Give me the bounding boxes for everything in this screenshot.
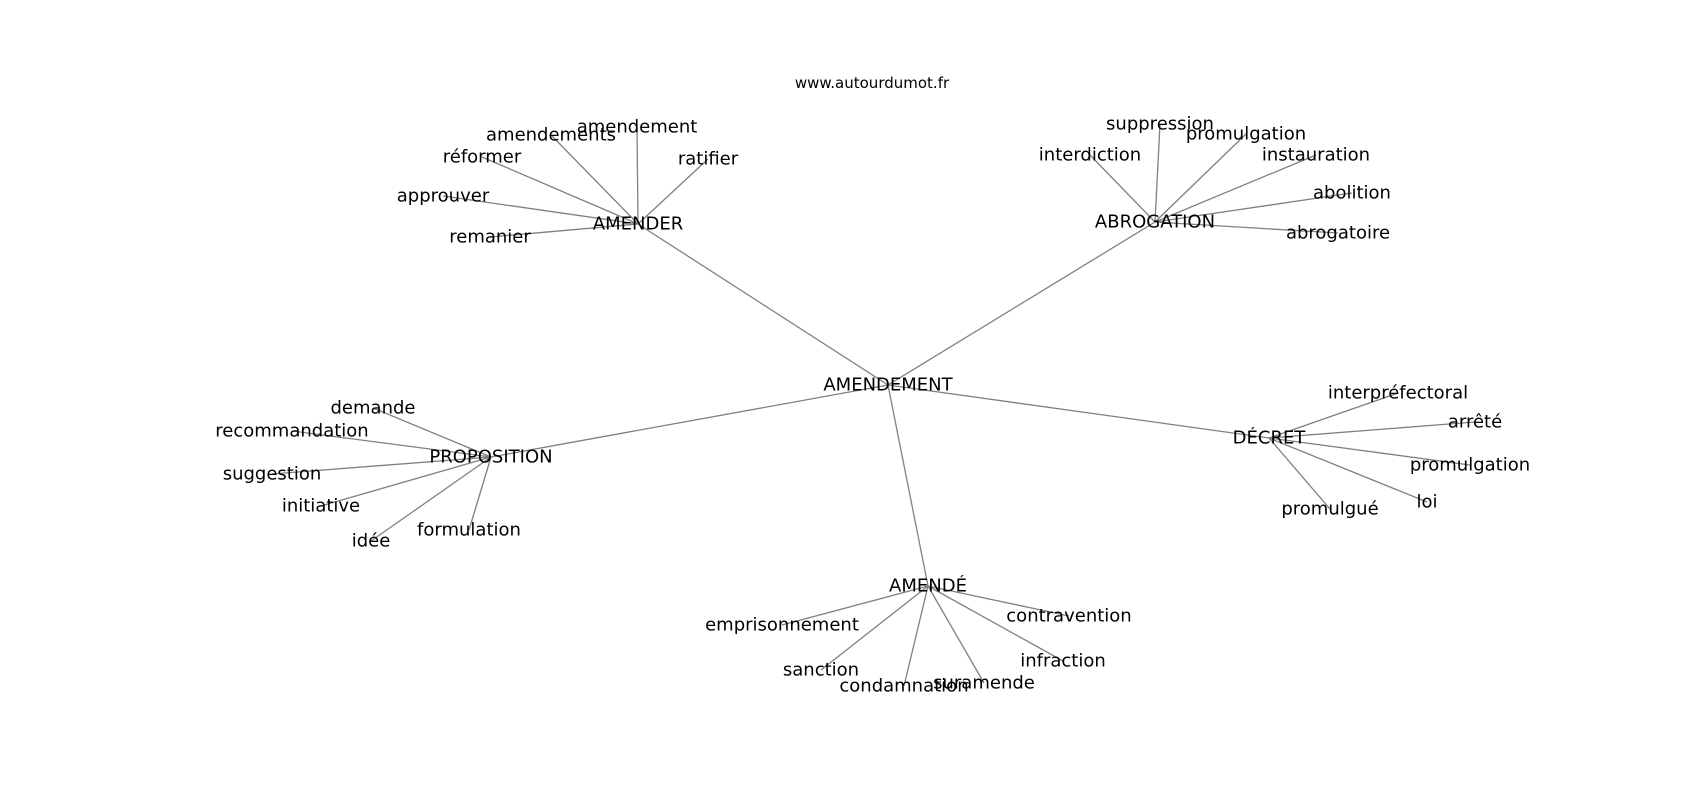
edge-amender-remanier: [489, 223, 639, 238]
word-node-arrete: arrêté: [1448, 412, 1502, 433]
edge-amender-approuver: [442, 195, 639, 225]
edge-amender-ratifier: [637, 158, 709, 225]
word-node-suppression: suppression: [1106, 114, 1214, 135]
word-node-remanier: remanier: [449, 227, 531, 248]
edge-center-amender: [637, 223, 889, 386]
word-node-contravention: contravention: [1006, 606, 1131, 627]
word-node-abolition: abolition: [1313, 183, 1391, 204]
word-node-promulgue: promulgué: [1281, 499, 1378, 520]
edge-amender-reformer: [481, 156, 639, 225]
word-node-condamnation: condamnation: [839, 676, 968, 697]
edge-abrogation-instauration: [1154, 154, 1317, 223]
edge-proposition-demande: [372, 407, 492, 458]
edge-amende-sanction: [820, 585, 929, 671]
hub-node-amender: AMENDER: [593, 214, 683, 235]
word-node-demande: demande: [331, 398, 416, 419]
edge-center-abrogation: [887, 221, 1156, 386]
edge-proposition-initiative: [320, 456, 492, 507]
edge-proposition-formulation: [468, 456, 492, 531]
edge-amender-amendement: [636, 126, 639, 225]
word-node-emprisonnement: emprisonnement: [705, 615, 859, 636]
word-node-interdiction: interdiction: [1039, 145, 1141, 166]
graph-edges: [271, 123, 1476, 687]
word-node-infraction: infraction: [1020, 651, 1106, 672]
edge-proposition-idee: [370, 456, 492, 542]
edge-abrogation-abrogatoire: [1154, 221, 1339, 234]
edge-center-proposition: [490, 384, 889, 458]
edge-amender-amendements: [550, 134, 639, 225]
word-node-amendement: amendement: [577, 117, 698, 138]
source-url: www.autourdumot.fr: [795, 74, 950, 92]
word-node-sanction: sanction: [783, 660, 859, 681]
word-node-promulgation: promulgation: [1410, 455, 1530, 476]
edge-amende-contravention: [927, 585, 1070, 617]
word-node-promulgation: promulgation: [1186, 124, 1306, 145]
word-node-interprefectoral: interpréfectoral: [1328, 383, 1468, 404]
edge-amende-suramende: [927, 585, 985, 684]
word-node-amendements: amendements: [486, 125, 616, 146]
edge-decret-promulgue: [1268, 437, 1331, 510]
edge-proposition-recommandation: [291, 430, 492, 458]
word-node-loi: loi: [1416, 492, 1437, 513]
graph-labels: www.autourdumot.fr AMENDEMENT AMENDER amen…: [215, 74, 1530, 697]
edge-center-amende: [887, 384, 929, 587]
edge-amende-condamnation: [903, 585, 929, 687]
edge-abrogation-suppression: [1154, 123, 1161, 223]
word-node-instauration: instauration: [1262, 145, 1370, 166]
edge-center-decret: [887, 384, 1270, 439]
word-node-idee: idée: [352, 531, 391, 552]
edge-abrogation-abolition: [1154, 192, 1353, 223]
edge-decret-loi: [1268, 437, 1428, 503]
word-node-recommandation: recommandation: [215, 421, 368, 442]
edge-amende-emprisonnement: [781, 585, 929, 626]
word-node-approuver: approuver: [397, 186, 490, 207]
word-node-reformer: réformer: [443, 147, 522, 168]
word-node-suramende: suramende: [933, 673, 1035, 694]
hub-node-proposition: PROPOSITION: [429, 447, 552, 468]
edge-amende-infraction: [927, 585, 1064, 662]
center-node-label: AMENDEMENT: [823, 375, 953, 396]
hub-node-decret: DÉCRET: [1233, 427, 1307, 449]
edge-proposition-suggestion: [271, 456, 492, 475]
edge-decret-interprefectoral: [1268, 392, 1399, 439]
edge-decret-promulgation: [1268, 437, 1471, 466]
word-node-suggestion: suggestion: [223, 464, 322, 485]
edge-decret-arrete: [1268, 421, 1476, 439]
word-node-abrogatoire: abrogatoire: [1286, 223, 1390, 244]
hub-node-amende: AMENDÉ: [889, 575, 967, 597]
word-node-ratifier: ratifier: [678, 149, 739, 170]
edge-abrogation-interdiction: [1089, 154, 1156, 223]
word-node-formulation: formulation: [417, 520, 521, 541]
hub-node-abrogation: ABROGATION: [1095, 212, 1215, 233]
edge-abrogation-promulgation: [1154, 133, 1247, 223]
word-node-initiative: initiative: [282, 496, 360, 517]
